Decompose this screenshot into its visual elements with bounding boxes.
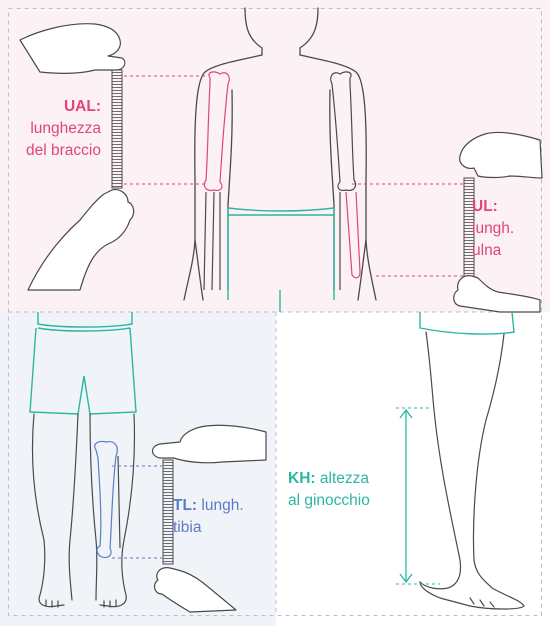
kh-text-line1: altezza [320,470,369,487]
kh-text-line2: al ginocchio [288,490,370,512]
ul-abbr: UL: [472,198,498,215]
kh-label: KH: altezza al ginocchio [288,468,370,512]
shorts-side [420,312,514,334]
ruler-icon [163,460,173,564]
leg-side [420,332,524,609]
tl-text-line1: lungh. [201,497,243,514]
shorts-top [228,208,334,312]
tl-label: TL: lungh. tibia [173,495,244,539]
ual-text-line1: lunghezza [26,118,101,140]
ul-text-line2: ulna [472,240,514,262]
shorts-bottom [30,312,136,414]
kh-abbr: KH: [288,470,316,487]
ul-label: UL: lungh. ulna [472,196,514,262]
tl-text-line2: tibia [173,517,244,539]
ul-text-line1: lungh. [472,218,514,240]
ruler-icon [112,70,474,278]
ual-label: UAL: lunghezza del braccio [26,96,101,162]
ual-abbr: UAL: [64,98,101,115]
kh-guide-lines [396,408,440,584]
ual-text-line2: del braccio [26,140,101,162]
tibia-bone-icon [95,441,120,557]
double-arrow-icon [400,410,412,582]
tl-abbr: TL: [173,497,197,514]
